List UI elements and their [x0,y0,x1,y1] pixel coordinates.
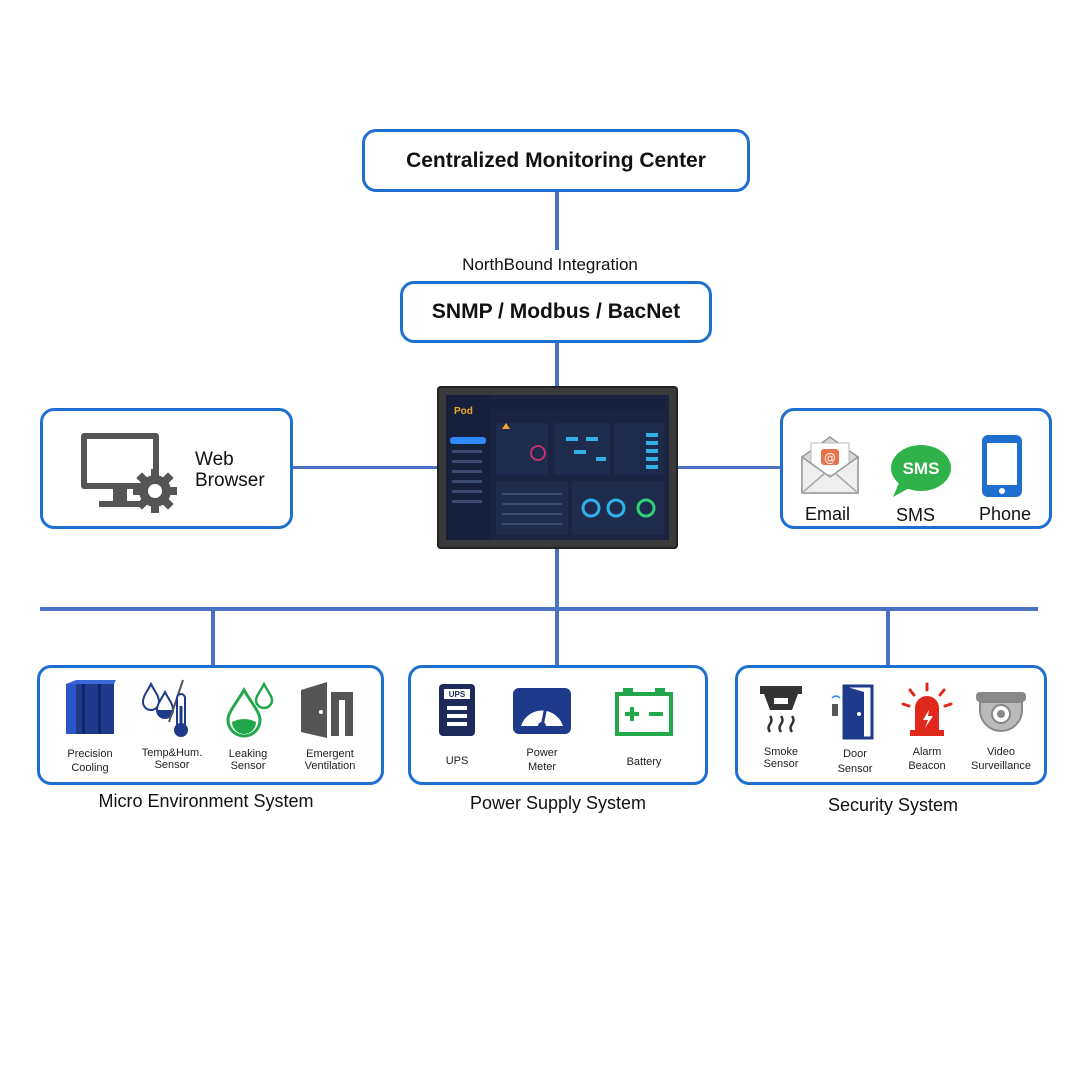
precision-cooling-label: Precision Cooling [67,748,113,774]
monitor-gear-icon [81,433,177,513]
alarm-beacon-label: Alarm Beacon [908,746,946,772]
temp-humidity-icon [141,679,188,737]
precision-cooling-icon [66,680,116,734]
smoke-sensor-icon [760,686,802,733]
web-browser-box: Web Browser [40,408,293,529]
connector-protocol [555,343,559,387]
sms-label: SMS [896,505,936,525]
video-surveillance-icon [976,692,1026,732]
northbound-label: NorthBound Integration [462,255,638,274]
ups-icon [439,684,475,736]
power-meter-label: Power Meter [526,747,558,773]
sms-icon-text: SMS [902,459,940,478]
svg-text:@: @ [824,451,836,465]
dashboard-illustration [446,395,666,540]
ups-icon-text: UPS [448,690,466,699]
micro-environment-box: Precision Cooling Temp&Hum. Sensor Leaki… [37,665,384,785]
alarm-beacon-icon [901,682,953,736]
email-label: Email [805,504,851,524]
web-label-line2: Browser [195,470,265,491]
protocol-box: SNMP / Modbus / BacNet [400,281,712,343]
smoke-sensor-label: Smoke Sensor [763,746,799,770]
controller-device: Pod [437,386,678,549]
security-caption: Security System [827,795,959,815]
bus-line [40,607,1038,611]
monitoring-center-title: Centralized Monitoring Center [406,148,706,172]
connector-top [555,192,559,250]
device-screen: Pod [446,395,669,540]
drop-power [555,607,559,667]
battery-icon [615,688,673,736]
emergent-ventilation-icon [301,682,353,738]
leaking-sensor-icon [226,682,274,738]
phone-icon [982,435,1022,497]
phone-label: Phone [979,504,1032,524]
web-label-line1: Web [195,449,234,470]
drop-micro [211,607,215,665]
emergent-ventilation-label: Emergent Ventilation [304,748,356,772]
protocol-title: SNMP / Modbus / BacNet [431,300,681,323]
leaking-sensor-label: Leaking Sensor [228,748,268,772]
power-supply-box: UPS UPS Power Meter Battery [408,665,708,785]
connector-notify [678,466,782,469]
battery-label: Battery [626,756,662,768]
notification-box: @ Email SMS SMS Phone [780,408,1052,529]
email-icon: @ [801,436,859,494]
ups-label: UPS [445,755,469,767]
door-sensor-label: Door Sensor [837,748,873,775]
power-meter-icon [513,688,571,734]
monitoring-center-box: Centralized Monitoring Center [362,129,750,192]
device-brand: Pod [454,406,473,417]
drop-security [886,607,890,665]
micro-environment-caption: Micro Environment System [98,791,314,811]
security-box: Smoke Sensor Door Sensor Alarm Beacon Vi… [735,665,1047,785]
door-sensor-icon [831,684,874,740]
connector-web [292,466,438,469]
connector-down [555,549,559,609]
sms-icon [891,445,951,497]
temp-humidity-label: Temp&Hum. Sensor [141,747,203,771]
power-supply-caption: Power Supply System [469,793,647,813]
video-surveillance-label: Video Surveillance [971,746,1031,772]
